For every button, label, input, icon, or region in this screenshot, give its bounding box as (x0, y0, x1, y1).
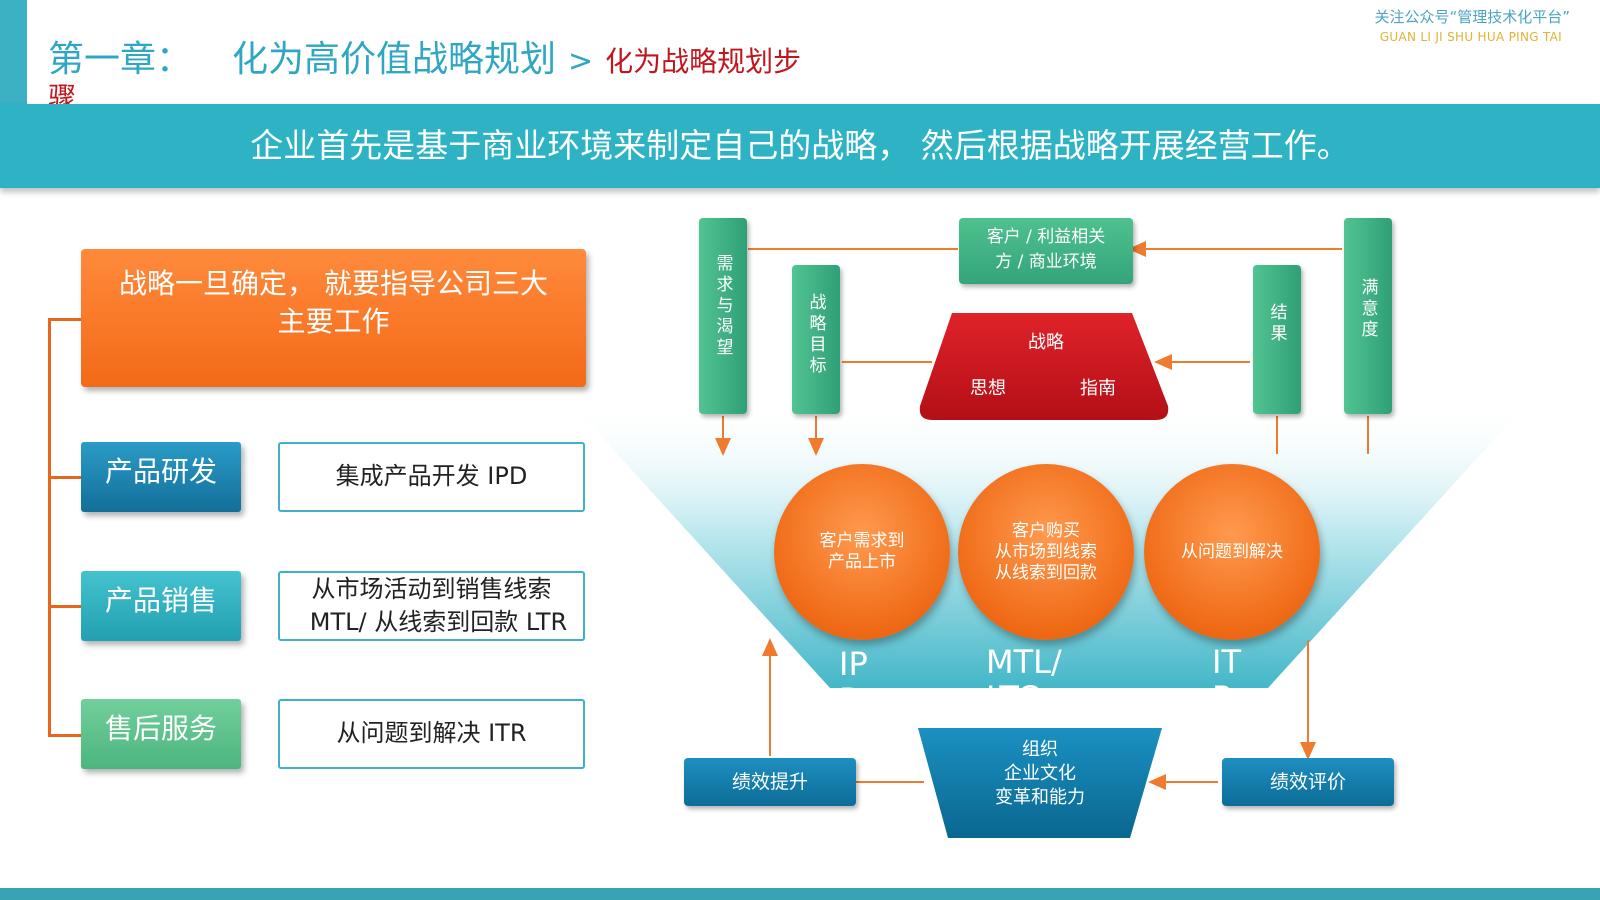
page-title: 第一章： 化为高价值战略规划 > 化为战略规划步 (48, 30, 801, 82)
circle-ipd: 客户需求到 产品上市 (774, 464, 950, 640)
org-line3: 变革和能力 (995, 787, 1085, 808)
category-after-sales: 售后服务 (81, 699, 241, 769)
funnel-label-ipd-line1: IP (839, 645, 868, 683)
funnel-label-mtl-line2: LTC (986, 680, 1062, 688)
customer-line2: 方 / 商业环境 (995, 252, 1097, 272)
circle-mtl-ltc: 客户购买 从市场到线索 从线索到回款 (958, 464, 1134, 640)
strategy-title: 战略 (1028, 332, 1064, 353)
connector-row-1 (48, 476, 82, 479)
circle-itr: 从问题到解决 (1144, 464, 1320, 640)
brand-chinese: 关注公众号“管理技术化平台” (1374, 8, 1570, 26)
strategy-trapezoid (919, 313, 1169, 420)
connector-row-3 (48, 734, 82, 737)
bar-strategic-goal: 战略目标 (792, 265, 840, 414)
funnel-label-itr-line2: R (1212, 680, 1241, 688)
organization-trapezoid (918, 728, 1162, 838)
desc-mtl-line1: 从市场活动到销售线索 (311, 575, 552, 603)
funnel-label-ipd-line2: D (839, 682, 868, 688)
strategy-guidance-line1: 战略一旦确定， 就要指导公司三大 (119, 267, 548, 300)
category-product-sales: 产品销售 (81, 571, 241, 641)
bottom-bar (0, 888, 1600, 900)
circle-mtl-line1: 客户购买 (1012, 520, 1080, 541)
desc-ipd-text: 集成产品开发 IPD (335, 462, 528, 490)
funnel-label-itr-line1: IT (1212, 643, 1241, 681)
banner-bar (0, 104, 1600, 188)
strategy-guidance-line2: 主要工作 (277, 305, 390, 338)
category-product-rd: 产品研发 (81, 442, 241, 512)
performance-evaluation-box: 绩效评价 (1222, 758, 1394, 806)
desc-mtl-line2: MTL/ 从线索到回款 LTR (309, 608, 568, 636)
funnel-label-itr: IT R (1212, 644, 1241, 688)
left-bracket-line (48, 318, 51, 737)
desc-itr: 从问题到解决 ITR (278, 699, 585, 769)
funnel-label-ipd: IP D (839, 646, 868, 688)
customer-line1: 客户 / 利益相关 (986, 227, 1106, 247)
circle-ipd-line2: 产品上市 (828, 552, 896, 572)
org-line2: 企业文化 (1004, 763, 1076, 784)
chapter-label: 第一章： (48, 39, 193, 80)
left-accent-bar (0, 0, 27, 104)
strategy-guide: 指南 (1080, 378, 1116, 399)
bar-demand-desire: 需求与渴望 (699, 218, 747, 414)
org-line1: 组织 (1022, 739, 1058, 760)
customer-environment-box: 客户 / 利益相关 方 / 商业环境 (959, 218, 1133, 284)
organization-text: 组织 企业文化 变革和能力 (960, 738, 1120, 810)
desc-mtl-ltr: 从市场活动到销售线索 MTL/ 从线索到回款 LTR (278, 571, 585, 641)
funnel-label-mtl: MTL/ LTC (986, 644, 1062, 688)
brand-pinyin: GUAN LI JI SHU HUA PING TAI (1379, 30, 1562, 44)
desc-itr-text: 从问题到解决 ITR (336, 719, 527, 747)
circle-mtl-line3: 从线索到回款 (995, 562, 1097, 583)
strategy-thought: 思想 (970, 378, 1006, 399)
main-title: 化为高价值战略规划 (232, 39, 557, 80)
title-separator: > (568, 44, 594, 79)
subtitle: 化为战略规划步 (605, 45, 802, 78)
connector-header (48, 318, 82, 321)
desc-ipd: 集成产品开发 IPD (278, 442, 585, 512)
circle-ipd-line1: 客户需求到 (819, 531, 905, 551)
circle-mtl-line2: 从市场到线索 (995, 541, 1097, 562)
funnel-label-mtl-line1: MTL/ (986, 643, 1062, 681)
connector-row-2 (48, 605, 82, 608)
performance-improvement-box: 绩效提升 (684, 758, 856, 806)
funnel-label-clip: IP D MTL/ LTC IT R (830, 640, 1270, 688)
strategy-guidance-box: 战略一旦确定， 就要指导公司三大 主要工作 (81, 249, 586, 387)
bar-result: 结果 (1253, 265, 1301, 414)
circle-itr-line1: 从问题到解决 (1181, 541, 1283, 562)
bar-satisfaction: 满意度 (1344, 218, 1392, 414)
banner-text: 企业首先是基于商业环境来制定自己的战略， 然后根据战略开展经营工作。 (250, 126, 1350, 165)
